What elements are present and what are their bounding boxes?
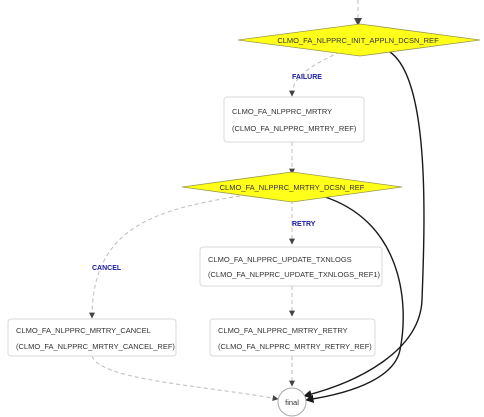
edge-label-cancel: CANCEL bbox=[92, 265, 122, 272]
edge-label-retry: RETRY bbox=[292, 221, 316, 228]
decision-mrtry[interactable]: CLMO_FA_NLPPRC_MRTRY_DCSN_REF bbox=[181, 171, 403, 203]
node-mrtry-cancel[interactable]: CLMO_FA_NLPPRC_MRTRY_CANCEL (CLMO_FA_NLP… bbox=[7, 318, 177, 357]
edge-cancel bbox=[89, 195, 241, 319]
node-mrtry-cancel-line2: (CLMO_FA_NLPPRC_MRTRY_CANCEL_REF) bbox=[16, 342, 175, 351]
node-mrtry-retry-line1: CLMO_FA_NLPPRC_MRTRY_RETRY bbox=[218, 326, 348, 335]
node-mrtry-line2: (CLMO_FA_NLPPRC_MRTRY_REF) bbox=[232, 124, 357, 133]
edge-label-failure: FAILURE bbox=[292, 74, 322, 81]
node-final[interactable]: final bbox=[277, 387, 307, 417]
node-mrtry[interactable]: CLMO_FA_NLPPRC_MRTRY (CLMO_FA_NLPPRC_MRT… bbox=[223, 96, 365, 143]
edge-init-to-final bbox=[303, 51, 425, 399]
node-mrtry-cancel-line1: CLMO_FA_NLPPRC_MRTRY_CANCEL bbox=[16, 326, 151, 335]
node-update-txnlogs[interactable]: CLMO_FA_NLPPRC_UPDATE_TXNLOGS (CLMO_FA_N… bbox=[199, 246, 383, 287]
edge-incoming-arrowhead bbox=[354, 18, 362, 26]
node-update-txnlogs-line1: CLMO_FA_NLPPRC_UPDATE_TXNLOGS bbox=[208, 255, 352, 264]
node-mrtry-line1: CLMO_FA_NLPPRC_MRTRY bbox=[232, 107, 332, 116]
node-mrtry-retry[interactable]: CLMO_FA_NLPPRC_MRTRY_RETRY (CLMO_FA_NLPP… bbox=[209, 318, 376, 357]
node-mrtry-retry-line2: (CLMO_FA_NLPPRC_MRTRY_RETRY_REF) bbox=[218, 342, 372, 351]
node-final-label: final bbox=[285, 398, 299, 407]
decision-init-appln[interactable]: CLMO_FA_NLPPRC_INIT_APPLN_DCSN_REF bbox=[237, 23, 481, 57]
decision-mrtry-label: CLMO_FA_NLPPRC_MRTRY_DCSN_REF bbox=[220, 183, 365, 192]
node-update-txnlogs-line2: (CLMO_FA_NLPPRC_UPDATE_TXNLOGS_REF1) bbox=[208, 270, 380, 279]
decision-init-appln-label: CLMO_FA_NLPPRC_INIT_APPLN_DCSN_REF bbox=[277, 36, 439, 45]
edge-cancel-to-final bbox=[91, 355, 279, 401]
edge-decision-to-final bbox=[305, 195, 404, 404]
edge-failure bbox=[289, 51, 341, 97]
